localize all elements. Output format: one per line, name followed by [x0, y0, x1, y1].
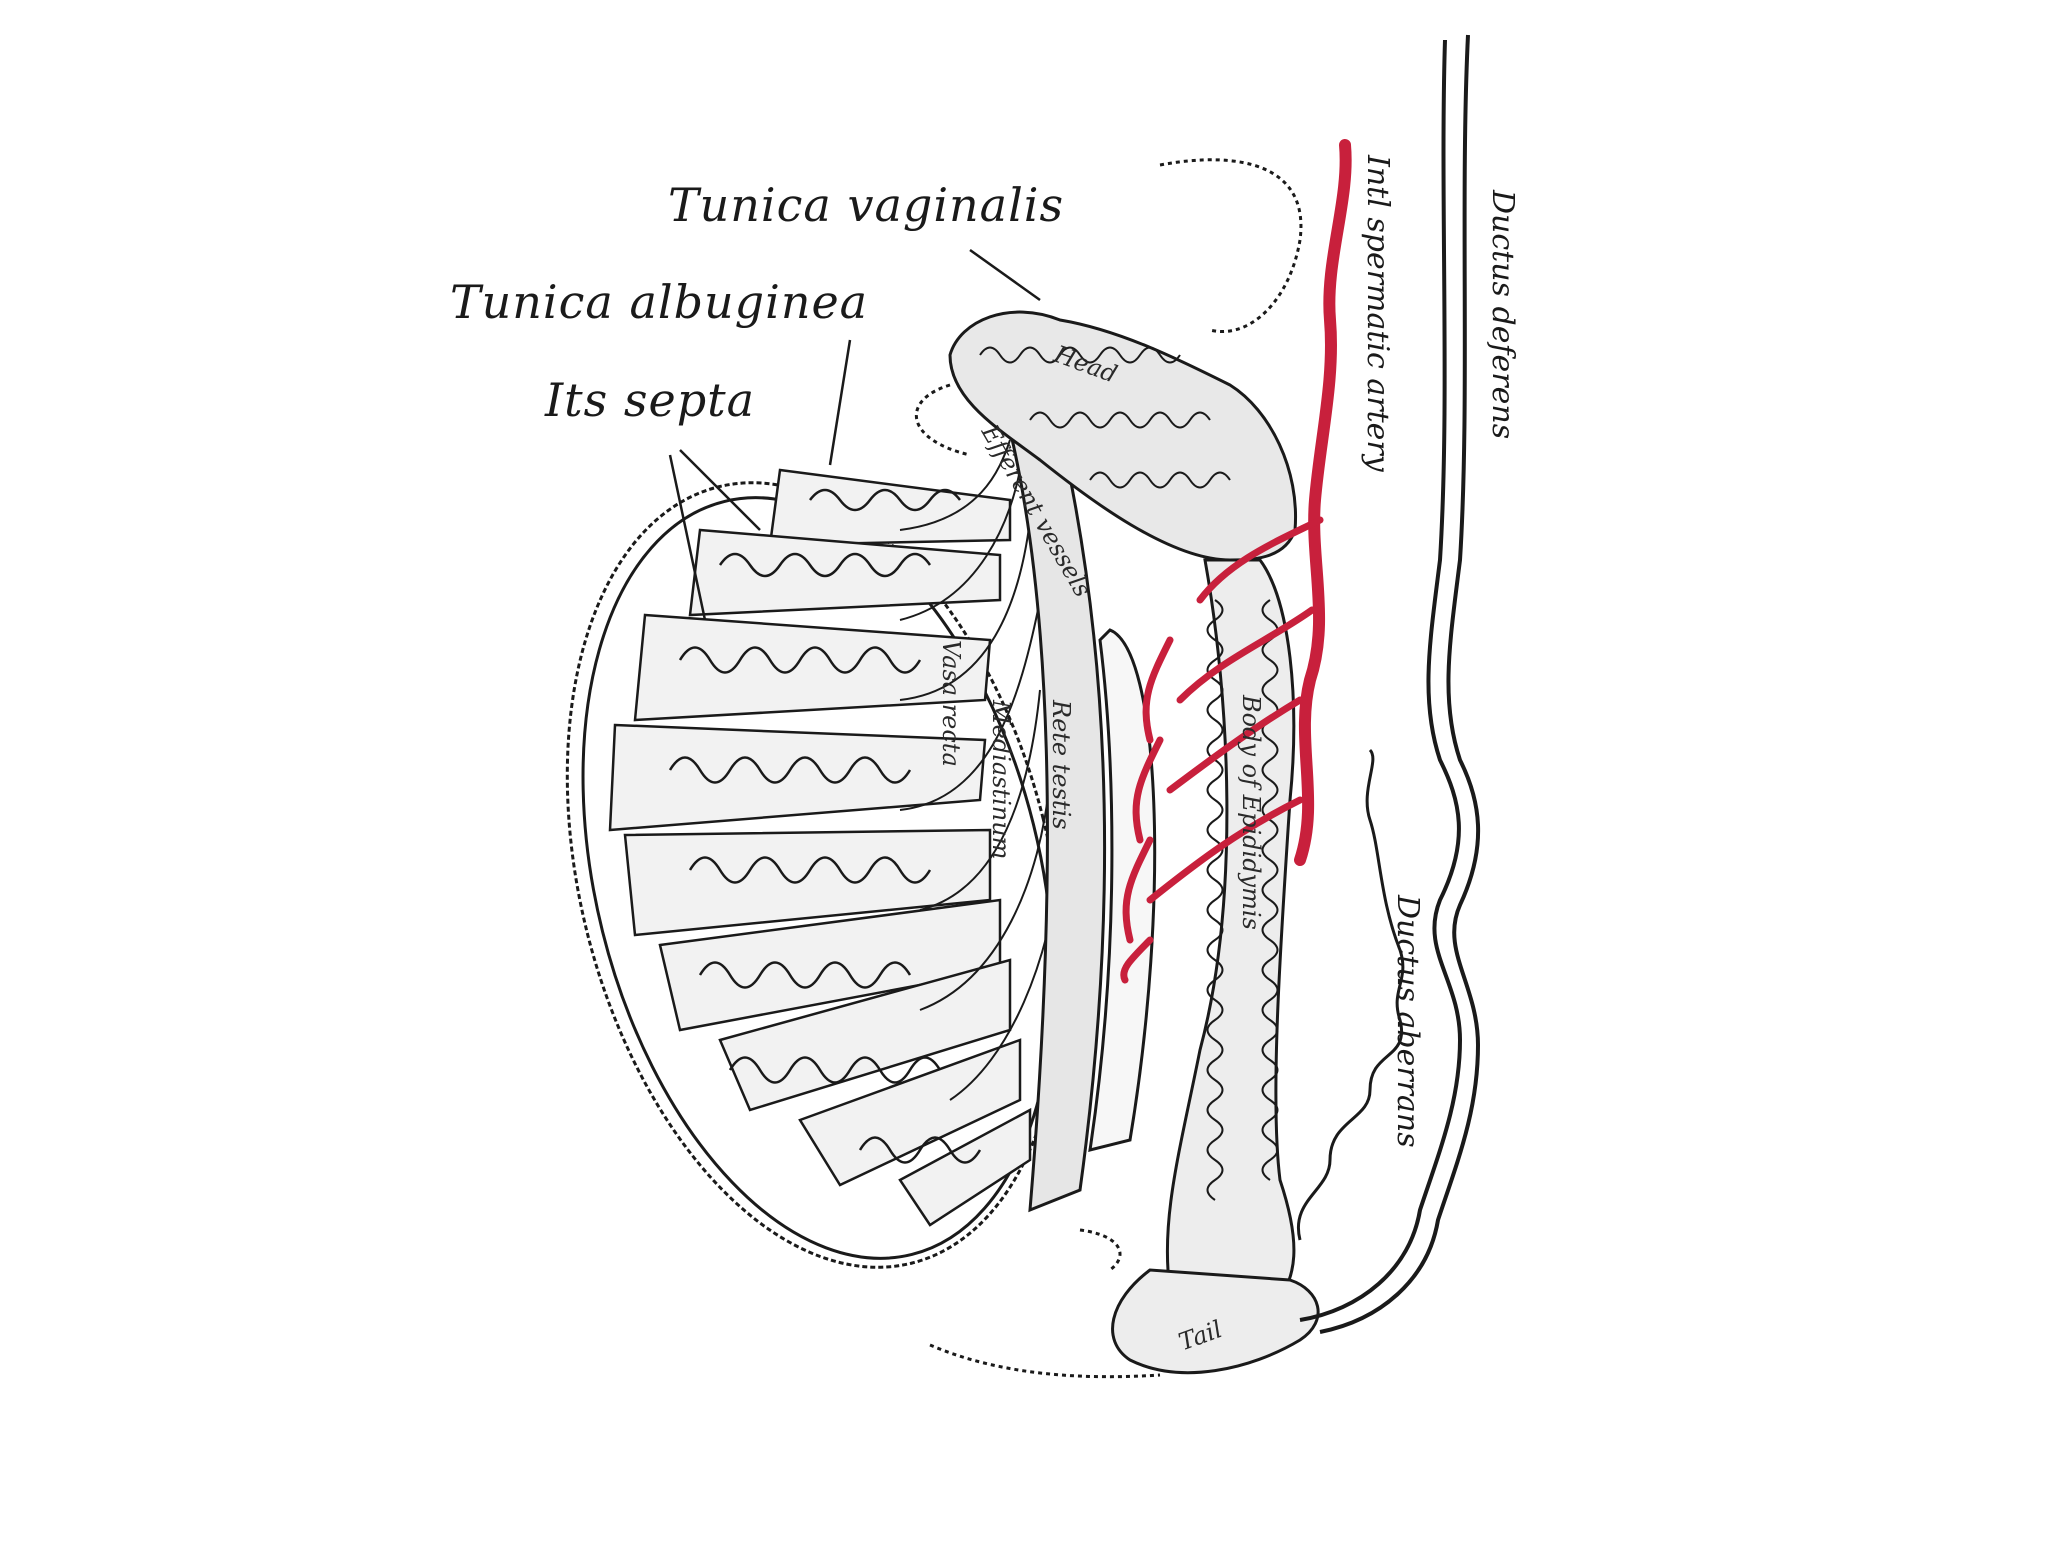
label-tunica-vaginalis: Tunica vaginalis	[668, 178, 1065, 232]
label-mediastinum: Mediastinum	[987, 700, 1015, 860]
label-rete-testis: Rete testis	[1047, 700, 1075, 830]
tunica-vaginalis-outline	[914, 158, 1303, 457]
testis-lobules	[608, 468, 1032, 1227]
artery-branches	[1120, 516, 1324, 984]
mediastinum-testis	[1008, 428, 1107, 1213]
leader-lines	[668, 248, 1041, 621]
label-its-septa: Its septa	[545, 373, 756, 427]
label-tunica-albuginea: Tunica albuginea	[450, 275, 869, 329]
label-body-of-epididymis: Body of Epididymis	[1237, 695, 1265, 930]
label-ductus-deferens: Ductus deferens	[1485, 190, 1520, 440]
ductus-deferens	[1299, 39, 1463, 1322]
ductus-deferens-inner	[1319, 34, 1481, 1334]
head-of-epididymis	[948, 310, 1298, 562]
tunica-albuginea	[581, 496, 1055, 1260]
tunica-vaginalis-lower-outline	[929, 1228, 1161, 1379]
ductus-aberrans	[1296, 748, 1405, 1241]
label-vasa-recta: Vasa recta	[937, 640, 965, 767]
head-convolutions	[979, 346, 1231, 489]
label-ductus-aberrans: Ductus aberrans	[1390, 895, 1425, 1148]
body-convolutions	[1206, 599, 1279, 1201]
label-int-spermatic-artery: Intl spermatic artery	[1360, 155, 1395, 472]
tail-of-epididymis	[1111, 1268, 1320, 1375]
seminiferous-tubules	[668, 488, 982, 1164]
internal-spermatic-artery	[1294, 139, 1352, 866]
